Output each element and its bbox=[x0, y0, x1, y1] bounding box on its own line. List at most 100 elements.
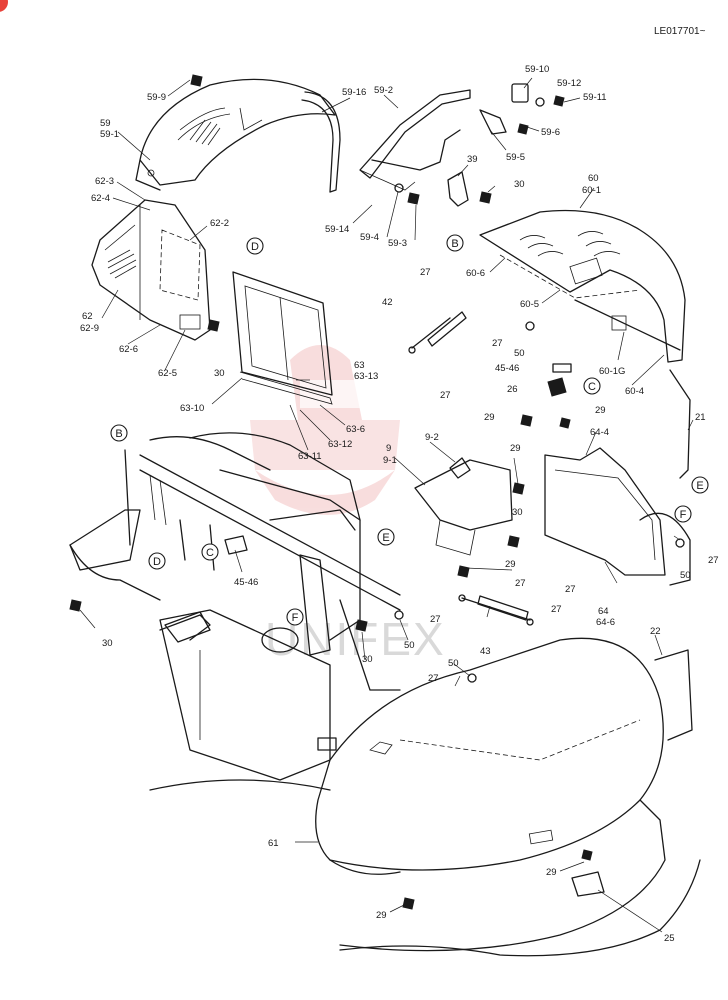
ref-marker: F bbox=[286, 608, 304, 626]
callout: 62-4 bbox=[91, 193, 110, 204]
callout: 9-1 bbox=[383, 455, 397, 466]
callout: 50 bbox=[404, 640, 415, 651]
svg-text:F: F bbox=[292, 612, 299, 624]
mount-25 bbox=[571, 849, 605, 897]
callout-labels: 59-9 59 59-1 62-3 62-4 62-2 62 62-9 62-6… bbox=[80, 64, 719, 944]
svg-text:D: D bbox=[251, 241, 259, 253]
side-panel-right bbox=[544, 447, 691, 586]
callout: 26 bbox=[507, 384, 518, 395]
callout: 27 bbox=[515, 578, 526, 589]
ref-marker: D bbox=[246, 237, 264, 255]
callout: 29 bbox=[505, 559, 516, 570]
callout: 30 bbox=[102, 638, 113, 649]
callout: 42 bbox=[382, 297, 393, 308]
callout: 27 bbox=[492, 338, 503, 349]
mounting-bracket-9 bbox=[414, 457, 525, 578]
svg-text:B: B bbox=[451, 238, 458, 250]
callout: 25 bbox=[664, 933, 675, 944]
ref-marker: E bbox=[691, 476, 709, 494]
screen-panel bbox=[232, 271, 333, 405]
watermark-emblem bbox=[250, 345, 400, 515]
callout: 64 bbox=[598, 606, 609, 617]
callout: 27 bbox=[440, 390, 451, 401]
callout: 62-3 bbox=[95, 176, 114, 187]
plate-45-46-a bbox=[552, 363, 572, 373]
callout: 63-10 bbox=[180, 403, 204, 414]
callout: 59-3 bbox=[388, 238, 407, 249]
callout: 45-46 bbox=[495, 363, 519, 374]
callout: 27 bbox=[708, 555, 719, 566]
callout: 60-6 bbox=[466, 268, 485, 279]
bolt-30-b bbox=[207, 319, 220, 332]
callout: 59-16 bbox=[342, 87, 366, 98]
bolt-29-a bbox=[520, 414, 533, 427]
callout: 62-9 bbox=[80, 323, 99, 334]
cable-21 bbox=[669, 369, 691, 479]
bracket-45-46-b bbox=[224, 535, 248, 555]
callout: 9-2 bbox=[425, 432, 439, 443]
main-frame bbox=[69, 432, 401, 691]
callout: 59-14 bbox=[325, 224, 349, 235]
washer-50-d bbox=[675, 538, 685, 548]
hood-hinge bbox=[359, 83, 581, 191]
callout: 59-9 bbox=[147, 92, 166, 103]
callout: 50 bbox=[514, 348, 525, 359]
rear-cover-61 bbox=[149, 637, 666, 952]
callout: 43 bbox=[480, 646, 491, 657]
callout: 60-4 bbox=[625, 386, 644, 397]
callout: 63-6 bbox=[346, 424, 365, 435]
bracket-39 bbox=[447, 171, 492, 207]
ref-marker: F bbox=[674, 505, 692, 523]
svg-text:C: C bbox=[206, 547, 214, 559]
callout: 27 bbox=[565, 584, 576, 595]
bracket-front bbox=[159, 614, 211, 641]
callout: 60 bbox=[588, 173, 599, 184]
callout: 62-6 bbox=[119, 344, 138, 355]
engine-hood-left bbox=[135, 78, 341, 193]
ref-marker: B bbox=[446, 234, 464, 252]
lower-frame bbox=[339, 859, 701, 957]
callout: 30 bbox=[214, 368, 225, 379]
callout: 45-46 bbox=[234, 577, 258, 588]
svg-text:D: D bbox=[153, 556, 161, 568]
latch-26 bbox=[547, 377, 567, 397]
callout: 27 bbox=[430, 614, 441, 625]
callout: 27 bbox=[551, 604, 562, 615]
callout: 30 bbox=[514, 179, 525, 190]
svg-text:E: E bbox=[696, 480, 703, 492]
callout: 60-1 bbox=[582, 185, 601, 196]
bolt-30-a bbox=[69, 599, 82, 612]
ref-marker: C bbox=[583, 377, 601, 395]
callout: 64-4 bbox=[590, 427, 609, 438]
callout: 29 bbox=[484, 412, 495, 423]
callout: 63 bbox=[354, 360, 365, 371]
callout: 59-11 bbox=[583, 92, 607, 103]
callout: 63-13 bbox=[354, 371, 378, 382]
callout: 30 bbox=[362, 654, 373, 665]
callout: 9 bbox=[386, 443, 391, 454]
document-code: LE017701~ bbox=[654, 26, 706, 37]
bolt-30-c bbox=[355, 619, 368, 632]
gas-spring-42 bbox=[408, 311, 467, 354]
callout: 60-1G bbox=[599, 366, 625, 377]
washer-50-c bbox=[467, 673, 477, 683]
svg-text:C: C bbox=[588, 381, 596, 393]
callout: 39 bbox=[467, 154, 478, 165]
washer-59-4 bbox=[394, 183, 404, 193]
bolt-59-3 bbox=[407, 192, 420, 205]
ref-marker: E bbox=[377, 528, 395, 546]
callout: 59-6 bbox=[541, 127, 560, 138]
gas-spring-43 bbox=[458, 594, 534, 626]
callout: 50 bbox=[680, 570, 691, 581]
callout: 59-5 bbox=[506, 152, 525, 163]
callout: 29 bbox=[546, 867, 557, 878]
bolt-59-9 bbox=[190, 74, 203, 87]
brand-corner-mark bbox=[0, 0, 8, 12]
callout: 62-5 bbox=[158, 368, 177, 379]
callout: 59-4 bbox=[360, 232, 379, 243]
callout: 27 bbox=[428, 673, 439, 684]
svg-text:F: F bbox=[680, 509, 687, 521]
side-panel-left bbox=[91, 199, 211, 341]
callout: 63-11 bbox=[298, 451, 322, 462]
callout: 59-12 bbox=[557, 78, 581, 89]
